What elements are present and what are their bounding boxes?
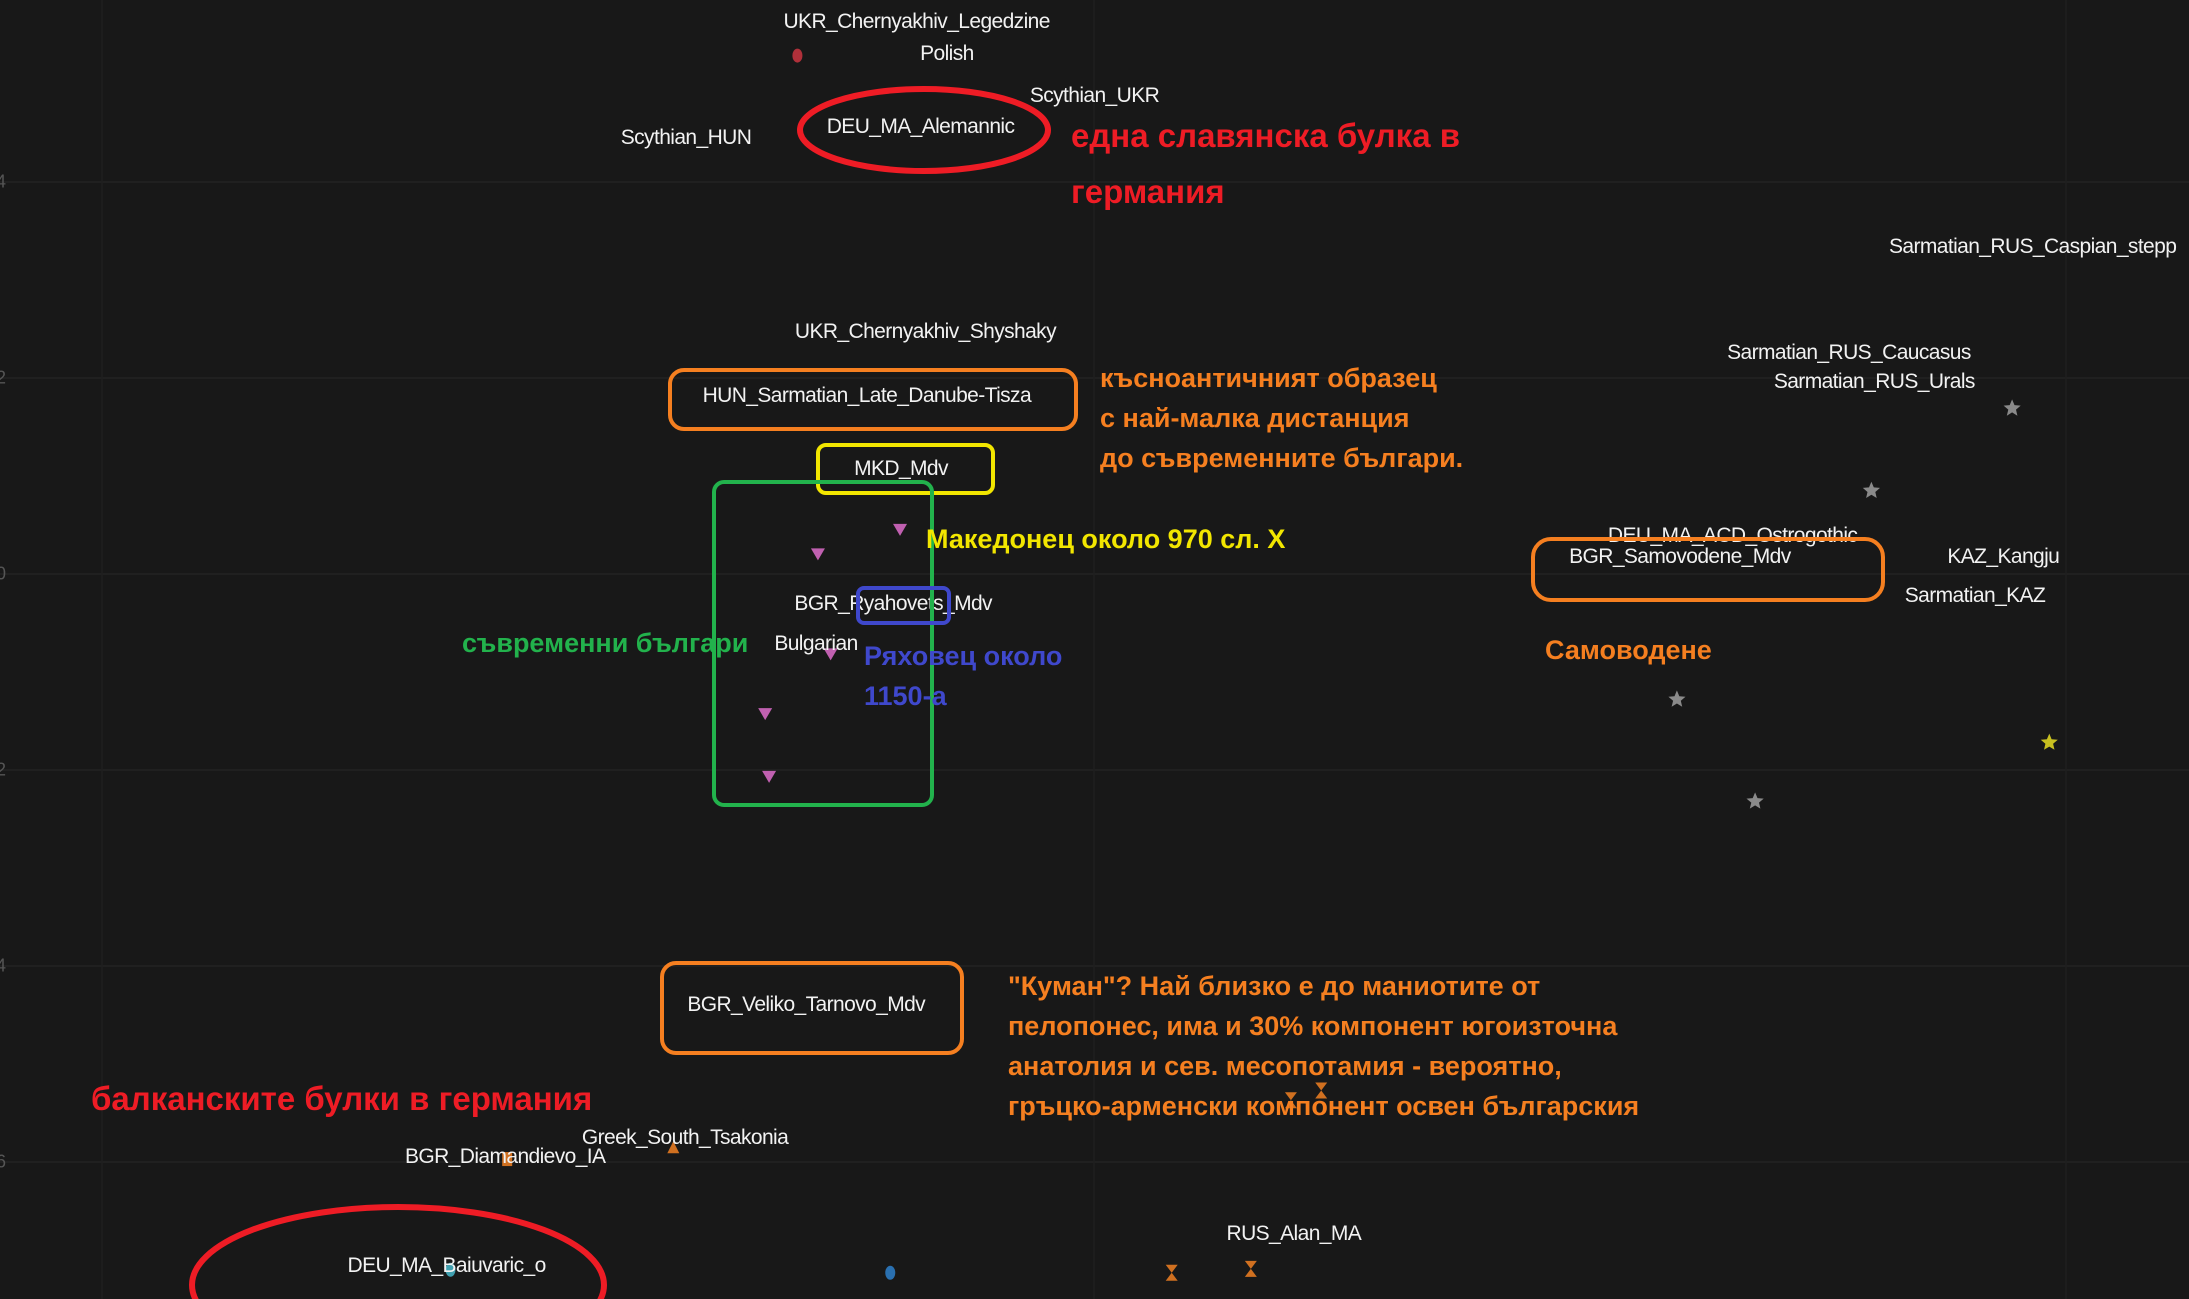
annotation-line: 1150-а: [864, 681, 947, 711]
marker-hourglass: [1284, 1092, 1297, 1109]
point-label: MKD_Mdv: [854, 457, 948, 481]
point-label: Sarmatian_RUS_Caspian_stepp: [1888, 234, 2177, 258]
red-ellipse-alemannic: [797, 86, 1051, 174]
point-label: Greek_South_Tsakonia: [581, 1126, 789, 1150]
marker-triangle-down: [758, 708, 773, 721]
orange-box-veliko-tarnovo: [660, 961, 964, 1055]
marker-star: [1862, 481, 1880, 498]
annotation-line: "Куман"? Най близко е до маниотите от: [1008, 971, 1541, 1001]
annotation-line: с най-малка дистанция: [1100, 403, 1410, 433]
yellow-box-mkd: [816, 443, 995, 495]
point-label: Polish: [920, 41, 974, 65]
green-box-modern-bulgarians: [712, 480, 934, 807]
marker-triangle-down: [823, 648, 838, 661]
marker-triangle-down: [893, 523, 908, 536]
marker-triangle-down: [810, 548, 825, 561]
annotation-line: до съвременните българи.: [1100, 443, 1464, 473]
point-label: UKR_Chernyakhiv_Legedzine: [783, 10, 1050, 34]
marker-star: [2040, 733, 2058, 750]
annotation-samovodene: Самоводене: [1545, 635, 1712, 665]
point-label: DEU_MA_Baiuvaric_o: [347, 1253, 547, 1277]
marker-square: [502, 1152, 513, 1167]
marker-star: [1746, 792, 1764, 809]
point-label: BGR_Diamandievo_IA: [404, 1145, 606, 1169]
annotation-line: германия: [1071, 173, 1225, 210]
marker-circle: [445, 1262, 456, 1277]
marker-circle: [792, 48, 803, 63]
point-label: BGR_Ryahovets_Mdv: [794, 592, 992, 616]
annotation-line: гръцко-арменски компонент освен българск…: [1008, 1091, 1640, 1121]
annotation-line: анатолия и сев. месопотамия - вероятно,: [1008, 1051, 1562, 1081]
blue-box-ryahovets: [856, 586, 951, 625]
point-label: Scythian_UKR: [1029, 83, 1160, 107]
point-label: HUN_Sarmatian_Late_Danube-Tisza: [702, 383, 1032, 407]
annotation-modern-bulgarians: съвременни българи: [462, 628, 749, 658]
y-tick-label: 0: [0, 563, 6, 584]
point-label: DEU_MA_ACD_Ostrogothic: [1607, 523, 1858, 547]
point-label: DEU_MA_Alemannic: [826, 115, 1015, 139]
point-label: BGR_Samovodene_Mdv: [1569, 545, 1791, 569]
point-label: Scythian_HUN: [620, 125, 752, 149]
orange-box-late-danube: [668, 368, 1078, 431]
annotation-macedonian: Македонец около 970 сл. Х: [926, 524, 1286, 554]
point-label: UKR_Chernyakhiv_Shyshaky: [794, 319, 1057, 343]
point-label: BGR_Veliko_Tarnovo_Mdv: [687, 993, 926, 1017]
y-tick-label: -2: [0, 759, 6, 780]
red-ellipse-baiuvaric: [189, 1204, 607, 1299]
annotation-line: Ряховец около: [864, 641, 1063, 671]
marker-triangle-down: [762, 770, 777, 783]
y-tick-label: 2: [0, 367, 6, 388]
y-tick-label: -6: [0, 1151, 6, 1172]
point-label: Sarmatian_RUS_Urals: [1773, 369, 1976, 393]
annotation-cuman: "Куман"? Най близко е до маниотите от пе…: [1008, 966, 1639, 1126]
marker-triangle-up: [667, 1141, 680, 1154]
point-label: Sarmatian_KAZ: [1904, 583, 2046, 607]
y-tick-label: 4: [0, 171, 6, 192]
annotation-alemannic: една славянска булка в германия: [1071, 108, 1460, 220]
y-tick-label: -4: [0, 955, 6, 976]
point-label: KAZ_Kangju: [1947, 545, 2060, 569]
marker-hourglass: [1165, 1264, 1178, 1281]
annotation-balkan-brides: балканските булки в германия: [91, 1080, 593, 1117]
annotation-ryahovets: Ряховец около 1150-а: [864, 636, 1062, 716]
marker-star: [2003, 399, 2021, 416]
point-label: RUS_Alan_MA: [1226, 1221, 1362, 1245]
orange-box-samovodene: [1531, 537, 1885, 602]
marker-hourglass: [1315, 1082, 1328, 1099]
marker-hourglass: [1244, 1260, 1257, 1277]
marker-circle: [885, 1265, 896, 1280]
point-label: Bulgarian: [774, 631, 858, 655]
marker-star: [1668, 690, 1686, 707]
point-label: Sarmatian_RUS_Caucasus: [1727, 340, 1971, 364]
annotation-line: една славянска булка в: [1071, 117, 1461, 154]
annotation-late-antique: късноантичният образец с най-малка диста…: [1100, 358, 1463, 478]
annotation-line: късноантичният образец: [1100, 363, 1437, 393]
annotation-line: пелопонес, има и 30% компонент югоизточн…: [1008, 1011, 1618, 1041]
